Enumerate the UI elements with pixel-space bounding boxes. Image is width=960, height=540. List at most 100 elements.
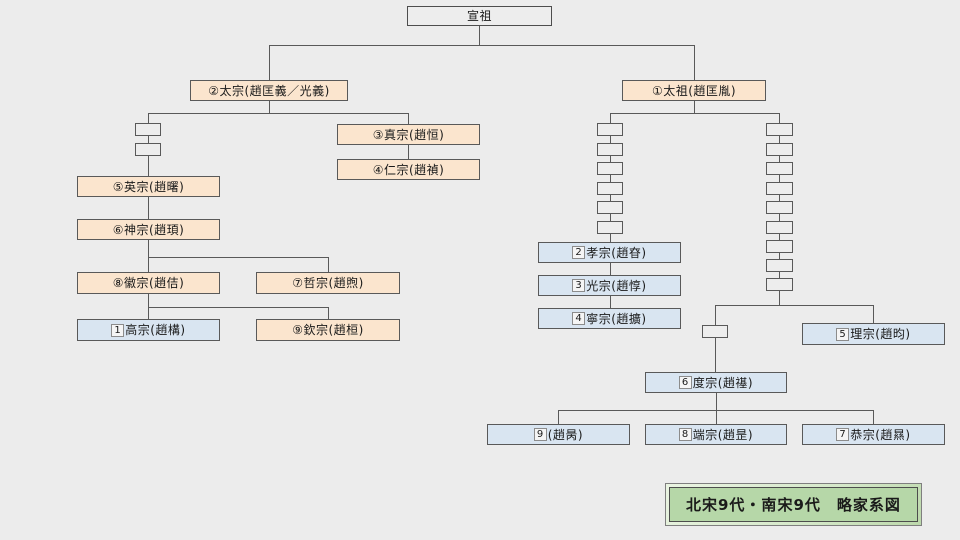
connector-line [328,307,329,319]
node-shenzong: ⑥神宗(趙頊) [77,219,220,240]
connector-line [779,253,780,259]
connector-line [610,234,611,242]
node-label: ⑤英宗(趙曙) [112,179,185,194]
connector-line [269,45,695,46]
connector-line [148,197,149,219]
node-taizong: ②太宗(趙匡義／光義) [190,80,348,101]
connector-line [148,257,328,258]
connector-line [610,156,611,162]
node-huizong: ⑧徽宗(趙佶) [77,272,220,294]
node-label: ③真宗(趙恒) [372,127,445,142]
connector-line [269,45,270,80]
node-label: ①太祖(趙匡胤) [651,83,737,98]
placeholder-ancestor-box [597,182,623,195]
squared-number: 7 [836,428,850,441]
node-label: 恭宗(趙㬎) [850,427,911,442]
squared-number: 6 [678,376,692,389]
node-label: ⑥神宗(趙頊) [112,222,185,237]
connector-line [610,175,611,182]
placeholder-ancestor-box [766,240,793,253]
placeholder-ancestor-box [766,182,793,195]
title-box: 北宋9代・南宋9代 略家系図 [665,483,922,526]
connector-line [148,240,149,272]
placeholder-ancestor-box [135,123,161,136]
placeholder-ancestor-box [766,162,793,175]
node-renzong: ④仁宗(趙禎) [337,159,480,180]
squared-number: 4 [572,312,586,325]
connector-line [779,234,780,240]
connector-line [779,113,780,123]
squared-number: 3 [572,279,586,292]
placeholder-ancestor-box [702,325,728,338]
placeholder-ancestor-box [766,123,793,136]
node-label: 宣祖 [466,9,492,23]
connector-line [328,257,329,272]
connector-line [610,113,780,114]
connector-line [148,294,149,319]
node-label: 端宗(趙昰) [692,427,754,442]
placeholder-ancestor-box [135,143,161,156]
connector-line [610,136,611,143]
node-label: 光宗(趙惇) [586,278,647,293]
chart-title: 北宋9代・南宋9代 略家系図 [669,487,918,522]
connector-line [558,410,559,424]
node-qinzong: ⑨欽宗(趙桓) [256,319,400,341]
placeholder-ancestor-box [766,143,793,156]
node-taizu: ①太祖(趙匡胤) [622,80,766,101]
placeholder-ancestor-box [766,201,793,214]
connector-line [716,393,717,410]
node-zhenzong: ③真宗(趙恒) [337,124,480,145]
connector-line [610,263,611,275]
connector-line [148,307,328,308]
connector-line [779,291,780,305]
connector-line [873,410,874,424]
connector-line [779,136,780,143]
node-label: 度宗(趙禥) [692,375,754,390]
connector-line [779,272,780,278]
connector-line [408,113,409,124]
connector-line [715,305,716,325]
connector-line [148,136,149,143]
node-zhezong: ⑦哲宗(趙煦) [256,272,400,294]
connector-line [610,113,611,123]
squared-number: 1 [111,323,125,337]
node-label: 高宗(趙構) [125,323,186,337]
connector-line [694,101,695,113]
connector-line [269,101,270,113]
connector-line [779,156,780,162]
connector-line [694,45,695,80]
connector-line [779,175,780,182]
node-bing: 9(趙昺) [487,424,630,445]
connector-line [716,410,717,424]
connector-line [715,338,716,372]
placeholder-ancestor-box [597,123,623,136]
squared-number: 2 [572,246,586,259]
connector-line [148,113,409,114]
squared-number: 5 [836,327,850,341]
squared-number: 9 [533,428,547,441]
node-yingzong: ⑤英宗(趙曙) [77,176,220,197]
connector-line [873,305,874,323]
node-xuanzu: 宣祖 [407,6,552,26]
node-label: 理宗(趙昀) [850,327,911,341]
connector-line [610,296,611,308]
connector-line [610,195,611,201]
connector-line [148,113,149,123]
node-label: ④仁宗(趙禎) [372,162,445,177]
node-label: ②太宗(趙匡義／光義) [208,83,330,98]
connector-line [148,156,149,176]
placeholder-ancestor-box [766,278,793,291]
placeholder-ancestor-box [766,259,793,272]
node-label: ⑨欽宗(趙桓) [292,323,364,337]
placeholder-ancestor-box [597,221,623,234]
placeholder-ancestor-box [597,201,623,214]
